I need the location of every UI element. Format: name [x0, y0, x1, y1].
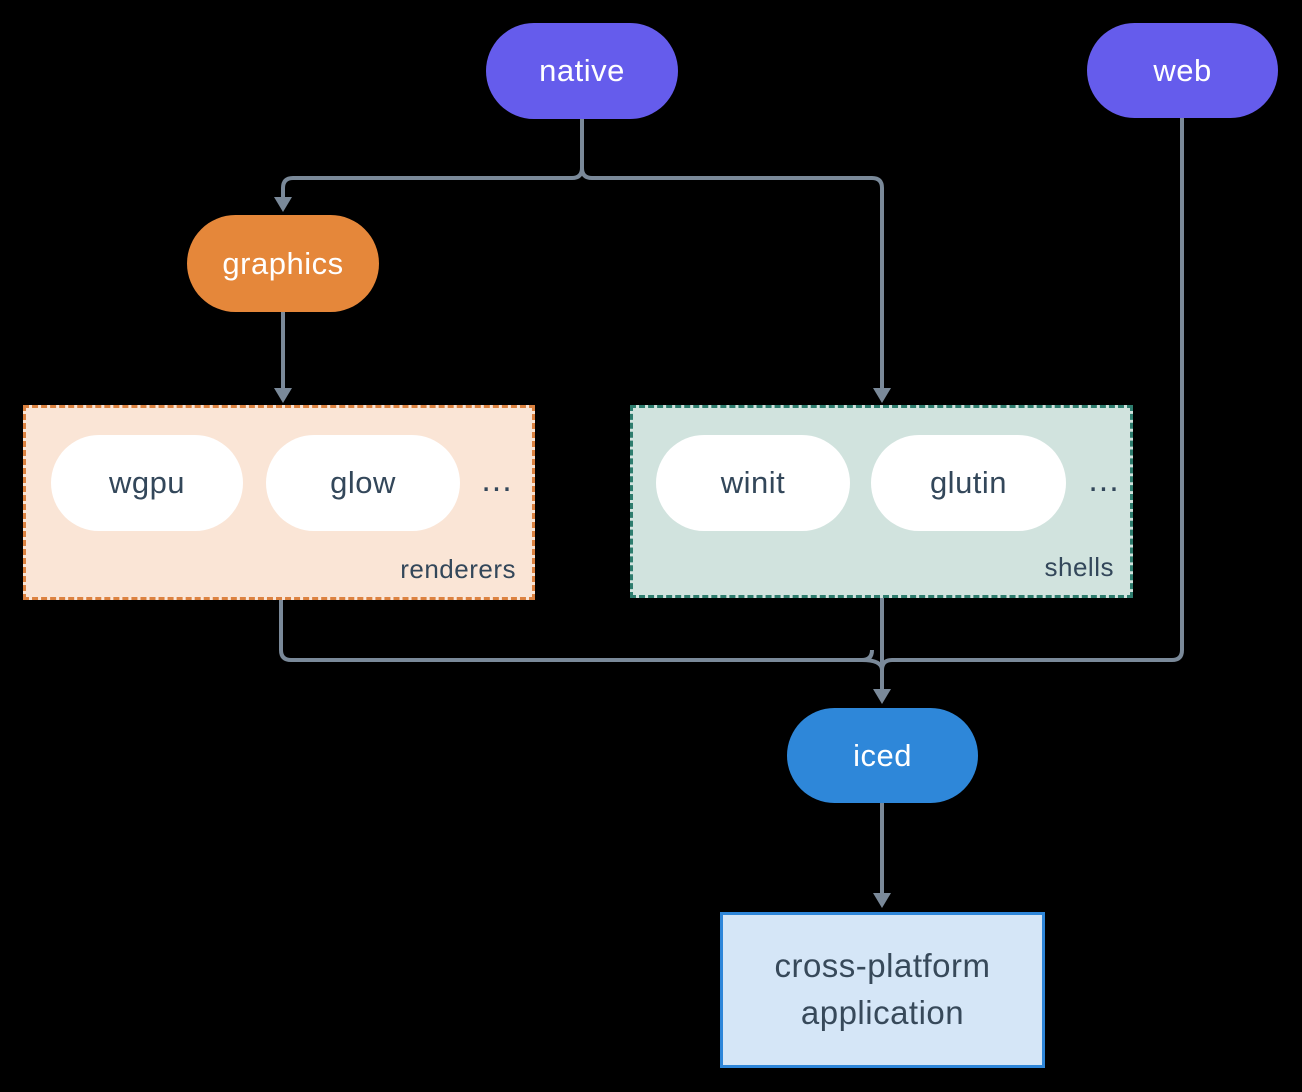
group-renderers-label: renderers — [400, 554, 516, 584]
group-shells-label: shells — [1044, 552, 1114, 582]
node-glow-label: glow — [330, 465, 396, 500]
node-wgpu: wgpu — [51, 435, 243, 531]
group-shells: winit glutin ... shells — [630, 405, 1133, 598]
node-cross-platform-application: cross-platform application — [720, 912, 1045, 1068]
edge-renderers-to-iced — [279, 600, 884, 690]
node-glutin: glutin — [871, 435, 1066, 531]
node-glow: glow — [266, 435, 460, 531]
edge-native-to-shells — [580, 118, 884, 390]
app-label-line1: cross-platform — [774, 947, 991, 985]
shells-ellipsis: ... — [1088, 461, 1120, 499]
app-label-line2: application — [800, 994, 965, 1031]
node-iced-label: iced — [853, 737, 912, 773]
arrowhead-shells — [873, 388, 891, 403]
arrowhead-iced — [873, 689, 891, 704]
node-graphics: graphics — [187, 215, 379, 312]
arrowhead-renderers — [274, 388, 292, 403]
node-glutin-label: glutin — [929, 465, 1008, 500]
arrowhead-app — [873, 893, 891, 908]
node-winit-label: winit — [720, 465, 786, 500]
renderers-ellipsis: ... — [481, 461, 513, 499]
node-iced: iced — [787, 708, 978, 803]
node-native-label: native — [539, 53, 625, 88]
node-native: native — [486, 23, 678, 119]
edge-web-to-iced — [880, 118, 1184, 690]
node-wgpu-label: wgpu — [108, 465, 186, 500]
arrowhead-graphics — [274, 197, 292, 212]
edge-native-to-graphics — [281, 118, 584, 198]
node-web-label: web — [1153, 52, 1212, 88]
node-winit: winit — [656, 435, 850, 531]
node-graphics-label: graphics — [222, 245, 344, 281]
group-renderers: wgpu glow ... renderers — [23, 405, 535, 600]
node-web: web — [1087, 23, 1278, 118]
